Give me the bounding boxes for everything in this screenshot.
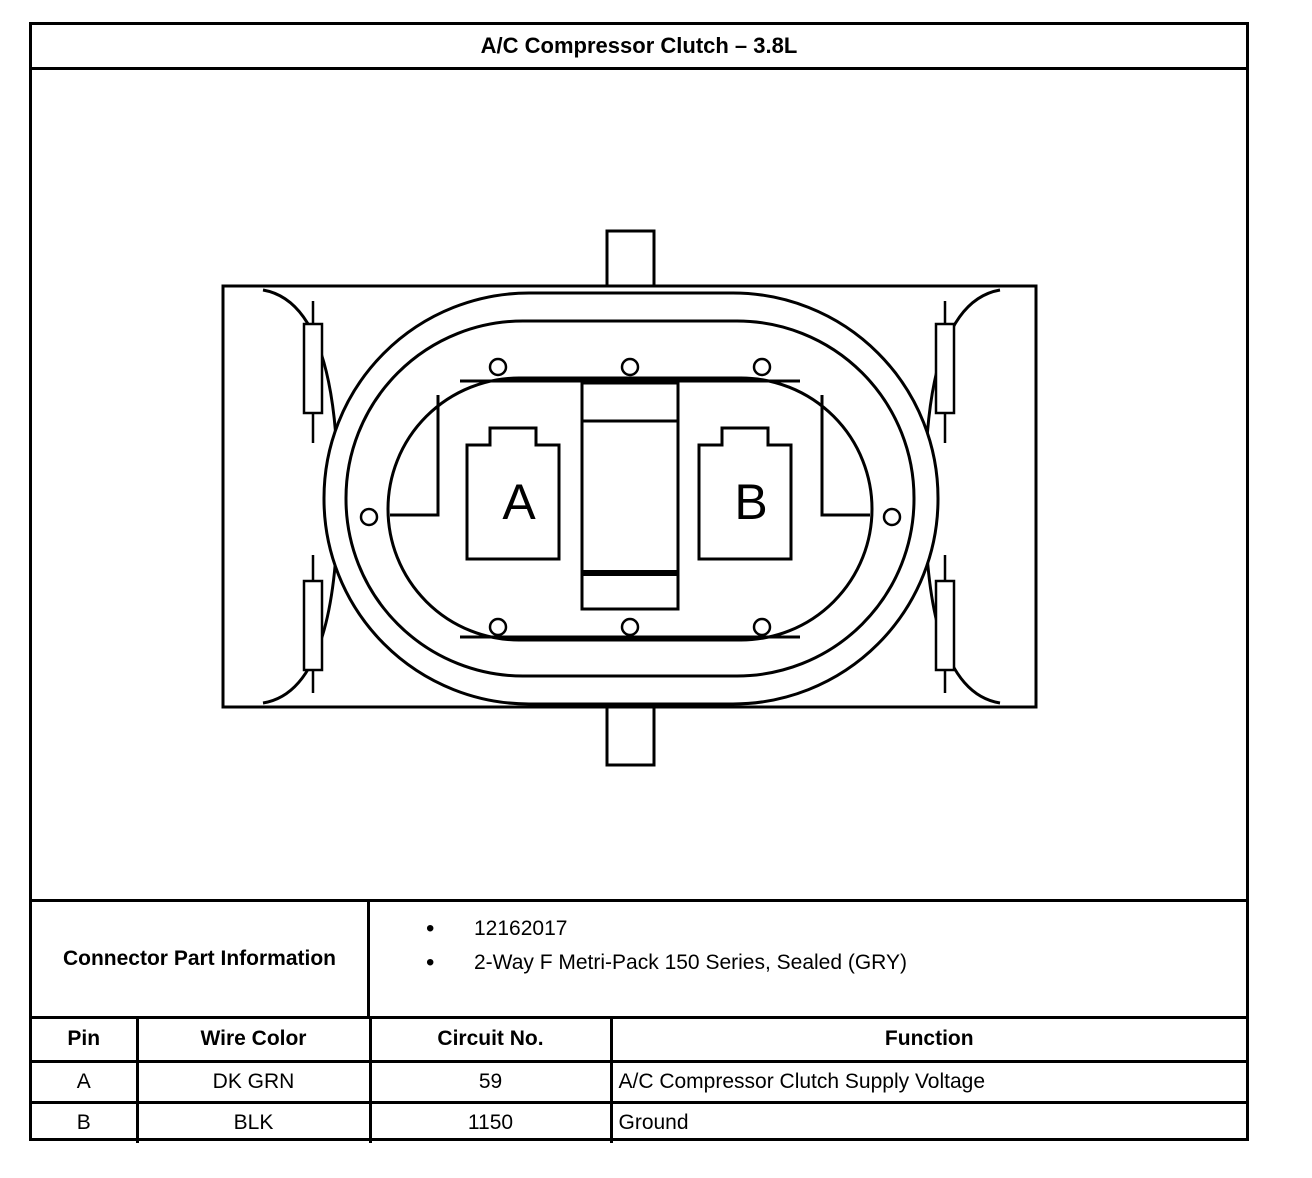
left-upper-lock [302, 301, 324, 443]
connector-part-info-list: 12162017 2-Way F Metri-Pack 150 Series, … [370, 912, 907, 980]
pin-cell: A [32, 1061, 139, 1104]
seal-holes [359, 357, 902, 637]
header-wire-color: Wire Color [137, 1019, 372, 1063]
top-latch-tab [605, 229, 656, 289]
circuit-no-cell: 59 [370, 1061, 613, 1104]
connector-face-drawing [221, 229, 1038, 767]
cavity-b-label: B [734, 474, 768, 530]
function-cell: A/C Compressor Clutch Supply Voltage [611, 1061, 1246, 1104]
page-title: A/C Compressor Clutch – 3.8L [32, 25, 1246, 70]
header-function: Function [611, 1019, 1246, 1063]
wire-color-cell: DK GRN [137, 1061, 372, 1104]
pin-table: Pin Wire Color Circuit No. Function A DK… [32, 1019, 1246, 1143]
circuit-no-cell: 1150 [370, 1102, 613, 1143]
table-row: B BLK 1150 Ground [32, 1102, 1246, 1143]
middle-seal-oval [344, 319, 916, 678]
cavity-a [465, 426, 561, 561]
wire-color-cell: BLK [137, 1102, 372, 1143]
connector-description-item: 2-Way F Metri-Pack 150 Series, Sealed (G… [370, 946, 907, 980]
left-inner-key [390, 395, 440, 517]
connector-part-info-label: Connector Part Information [32, 902, 370, 1016]
header-circuit-no: Circuit No. [370, 1019, 613, 1063]
header-pin: Pin [32, 1019, 139, 1063]
cavity-a-label: A [502, 474, 536, 530]
pin-cell: B [32, 1102, 139, 1143]
bottom-latch-tab [605, 705, 656, 767]
right-upper-lock [934, 301, 956, 443]
function-cell: Ground [618, 1111, 689, 1135]
pin-table-header: Pin Wire Color Circuit No. Function [32, 1019, 1246, 1063]
center-divider [580, 381, 680, 611]
part-number-item: 12162017 [370, 912, 907, 946]
inner-seal-oval [386, 376, 874, 642]
table-row: A DK GRN 59 A/C Compressor Clutch Supply… [32, 1061, 1246, 1104]
right-lower-lock [934, 555, 956, 693]
connector-end-view-sheet: A/C Compressor Clutch – 3.8L [29, 22, 1249, 1143]
outer-seal-oval [322, 291, 940, 706]
connector-part-info: Connector Part Information 12162017 2-Wa… [32, 902, 1246, 1019]
right-inner-key [820, 395, 870, 517]
cavity-b [697, 426, 793, 561]
left-lower-lock [302, 555, 324, 693]
connector-diagram: A B [32, 70, 1246, 902]
